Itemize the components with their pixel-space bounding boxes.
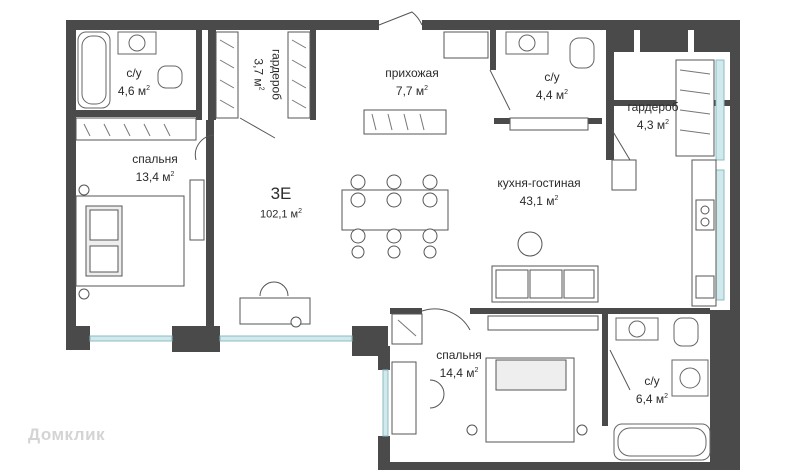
apartment-total-area: 102,1 м2 <box>255 205 307 222</box>
area-sup: 2 <box>664 393 669 400</box>
windows <box>89 59 725 437</box>
area-value: 4,6 м <box>117 84 147 98</box>
room-label-kitchen: кухня-гостиная 43,1 м2 <box>484 176 594 209</box>
room-area: 3,7 м2 <box>251 40 269 110</box>
sanitary <box>117 31 709 397</box>
desks <box>189 179 445 435</box>
room-area: 7,7 м2 <box>370 81 454 99</box>
kitchen-counter <box>611 159 717 307</box>
room-label-wardrobe1: гардероб 3,7 м2 <box>251 40 284 110</box>
room-area: 13,4 м2 <box>120 167 190 185</box>
total-area-sup: 2 <box>298 208 303 215</box>
area-sup: 2 <box>146 85 151 92</box>
room-area: 4,4 м2 <box>528 85 576 103</box>
room-label-bath2: с/у 4,4 м2 <box>528 70 576 103</box>
area-value: 3,7 м <box>251 58 266 87</box>
wardrobe-hatch <box>83 39 711 337</box>
room-label-bath3: с/у 6,4 м2 <box>628 374 676 407</box>
room-name: с/у <box>126 66 142 80</box>
area-sup: 2 <box>424 85 429 92</box>
beds <box>75 184 588 443</box>
area-sup: 2 <box>564 89 569 96</box>
room-area: 14,4 м2 <box>426 363 492 381</box>
room-area: 4,6 м2 <box>110 81 158 99</box>
room-name: гардероб <box>627 100 679 114</box>
area-value: 6,4 м <box>635 392 665 406</box>
doors <box>194 11 631 391</box>
sofa <box>491 231 599 303</box>
room-name: кухня-гостиная <box>497 176 581 190</box>
area-sup: 2 <box>665 119 670 126</box>
area-value: 14,4 м <box>439 366 475 380</box>
room-name: гардероб <box>269 48 284 101</box>
area-sup: 2 <box>554 195 559 202</box>
room-name: спальня <box>132 152 178 166</box>
room-label-bedroom2: спальня 14,4 м2 <box>426 348 492 381</box>
room-area: 6,4 м2 <box>628 389 676 407</box>
area-sup: 2 <box>170 171 175 178</box>
dining-table <box>341 174 449 259</box>
hall-bench <box>443 31 489 59</box>
area-sup: 2 <box>257 86 265 91</box>
wardrobes <box>75 31 715 345</box>
room-name: прихожая <box>385 66 439 80</box>
total-area-value: 102,1 м <box>259 208 299 221</box>
room-label-hall: прихожая 7,7 м2 <box>370 66 454 99</box>
room-name: с/у <box>644 374 660 388</box>
apartment-summary: 3E 102,1 м2 <box>255 183 307 229</box>
area-value: 7,7 м <box>395 84 425 98</box>
room-name: спальня <box>436 348 482 362</box>
watermark-logo: Домклик <box>28 425 106 444</box>
room-area: 4,3 м2 <box>622 115 684 133</box>
room-name: с/у <box>544 70 560 84</box>
room-label-bedroom1: спальня 13,4 м2 <box>120 152 190 185</box>
room-area: 43,1 м2 <box>484 191 594 209</box>
walls <box>66 20 740 470</box>
area-value: 13,4 м <box>135 170 171 184</box>
apartment-type: 3E <box>270 184 292 203</box>
area-value: 43,1 м <box>519 194 555 208</box>
area-value: 4,4 м <box>535 88 565 102</box>
room-label-bath1: с/у 4,6 м2 <box>110 66 158 99</box>
area-value: 4,3 м <box>636 118 666 132</box>
bathtubs <box>77 31 711 461</box>
room-label-wardrobe2: гардероб 4,3 м2 <box>622 100 684 133</box>
area-sup: 2 <box>474 367 479 374</box>
